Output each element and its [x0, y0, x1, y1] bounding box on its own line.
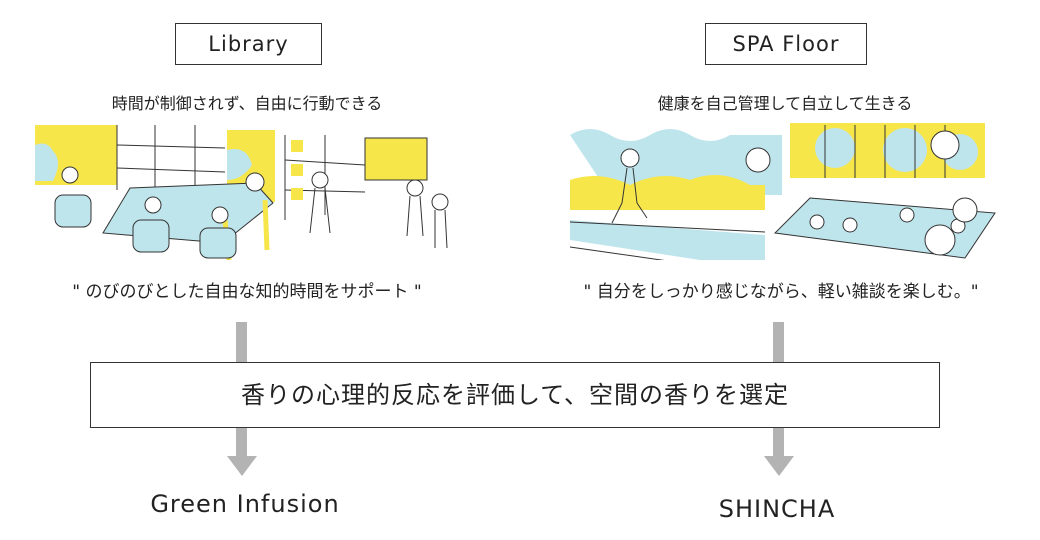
- arrow-spa-to-center: [773, 322, 784, 362]
- library-subtitle: 時間が制御されず、自由に行動できる: [111, 94, 383, 113]
- library-label: Library: [175, 23, 322, 65]
- spa-result: SHINCHA: [718, 495, 836, 523]
- arrow-library-to-center: [236, 322, 247, 362]
- arrow-down-icon: [227, 428, 257, 476]
- library-result: Green Infusion: [150, 490, 340, 518]
- spa-floor-label: SPA Floor: [705, 23, 867, 65]
- center-process-box: 香りの心理的反応を評価して、空間の香りを選定: [90, 362, 940, 428]
- spa-subtitle: 健康を自己管理して自立して生きる: [657, 94, 913, 113]
- spa-floor-illustration: [569, 123, 996, 260]
- arrow-down-icon: [764, 428, 794, 476]
- library-illustration: [35, 125, 449, 260]
- spa-quote: " 自分をしっかり感じながら、軽い雑談を楽しむ。": [583, 282, 979, 302]
- library-quote: " のびのびとした自由な知的時間をサポート ": [72, 282, 422, 302]
